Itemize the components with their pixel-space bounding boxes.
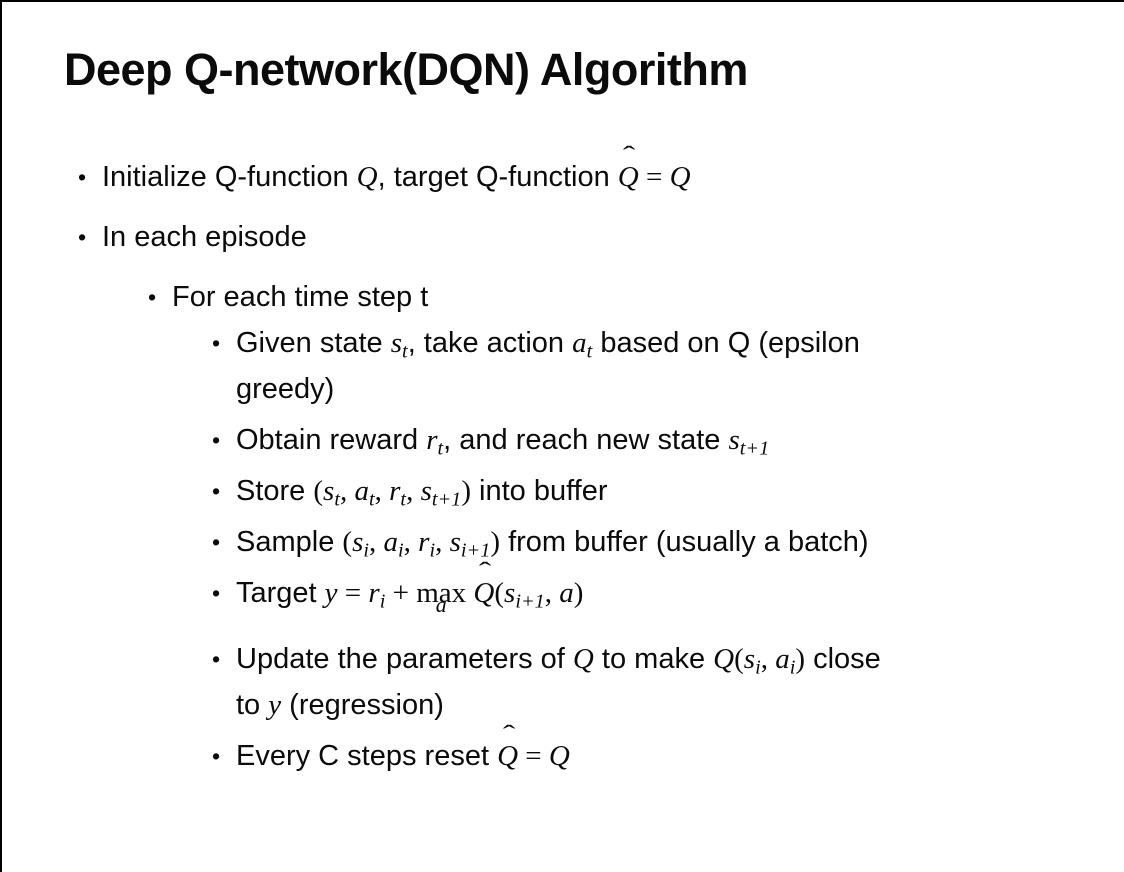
- text-run: Initialize Q-function: [102, 161, 357, 193]
- slide-title: Deep Q-network(DQN) Algorithm: [64, 44, 748, 95]
- text-run: , and reach new state: [443, 424, 729, 456]
- bullet-text: Initialize Q-function Q, target Q-functi…: [102, 142, 1108, 200]
- bullet-text: Sample (si, ai, ri, si+1) from buffer (u…: [236, 519, 1108, 565]
- text-run: Every C steps reset: [236, 740, 498, 772]
- math-expression: rt: [426, 424, 444, 460]
- text-run: For each time step t: [172, 281, 429, 313]
- hat-accent: ˆ: [623, 142, 636, 170]
- text-run: Given state: [236, 327, 391, 359]
- text-run: , target Q-function: [377, 161, 618, 193]
- bullet-list: •Initialize Q-function Q, target Q-funct…: [2, 142, 1108, 784]
- bullet-text: In each episode: [102, 214, 1108, 260]
- bullet-marker: •: [78, 224, 87, 250]
- bullet-marker: •: [212, 529, 221, 555]
- text-run: close: [805, 643, 881, 675]
- hat-accent: ˆ: [478, 558, 492, 586]
- bullet-item: • Initialize Q-function Q, target Q-funct…: [2, 142, 1108, 200]
- bullet-item: • Store (st, at, rt, st+1) into buffer: [2, 468, 1108, 514]
- text-run: In each episode: [102, 221, 307, 253]
- math-expression: Q: [356, 161, 378, 193]
- text-run: Sample: [236, 526, 343, 558]
- bullet-text: Given state st, take action at based on …: [236, 320, 1108, 412]
- math-expression: (si, ai, ri, si+1): [342, 526, 501, 562]
- math-expression: st+1: [728, 424, 770, 460]
- text-run: Obtain reward: [236, 424, 427, 456]
- text-run: Store: [236, 475, 314, 507]
- text-run: to: [236, 689, 269, 721]
- text-run: Target: [236, 577, 325, 609]
- text-run: based on Q (epsilon: [592, 327, 860, 359]
- bullet-text: Update the parameters of Q to make Q(si,…: [236, 636, 1108, 728]
- bullet-item: • Given state st, take action at based on…: [2, 320, 1108, 412]
- text-run: greedy): [236, 373, 335, 405]
- hat-accent: ˆ: [502, 721, 515, 749]
- bullet-marker: •: [148, 284, 157, 310]
- text-run: to make: [593, 643, 714, 675]
- math-expression: at: [572, 327, 593, 363]
- bullet-text: Obtain reward rt, and reach new state st…: [236, 417, 1108, 463]
- bullet-marker: •: [212, 330, 221, 356]
- bullet-item: • In each episode: [2, 214, 1108, 260]
- bullet-item: • For each time step t: [2, 274, 1108, 320]
- bullet-marker: •: [212, 427, 221, 453]
- text-run: , take action: [407, 327, 573, 359]
- bullet-marker: •: [78, 164, 87, 190]
- math-expression: y: [268, 689, 282, 721]
- bullet-text: Store (st, at, rt, st+1) into buffer: [236, 468, 1108, 514]
- bullet-marker: •: [212, 646, 221, 672]
- bullet-marker: •: [212, 580, 221, 606]
- math-expression: (st, at, rt, st+1): [313, 475, 471, 511]
- bullet-item: • Obtain reward rt, and reach new state s…: [2, 417, 1108, 463]
- bullet-marker: •: [212, 478, 221, 504]
- bullet-item: • Sample (si, ai, ri, si+1) from buffer (…: [2, 519, 1108, 565]
- math-expression: Q(si, ai): [713, 643, 806, 679]
- text-run: from buffer (usually a batch): [500, 526, 869, 558]
- bullet-marker: •: [212, 743, 221, 769]
- bullet-item: • Update the parameters of Q to make Q(si…: [2, 636, 1108, 728]
- math-expression: st: [390, 327, 408, 363]
- math-expression: Q: [572, 643, 594, 675]
- text-run: Update the parameters of: [236, 643, 573, 675]
- text-run: (regression): [281, 689, 444, 721]
- text-run: into buffer: [471, 475, 608, 507]
- bullet-text: For each time step t: [172, 274, 1108, 320]
